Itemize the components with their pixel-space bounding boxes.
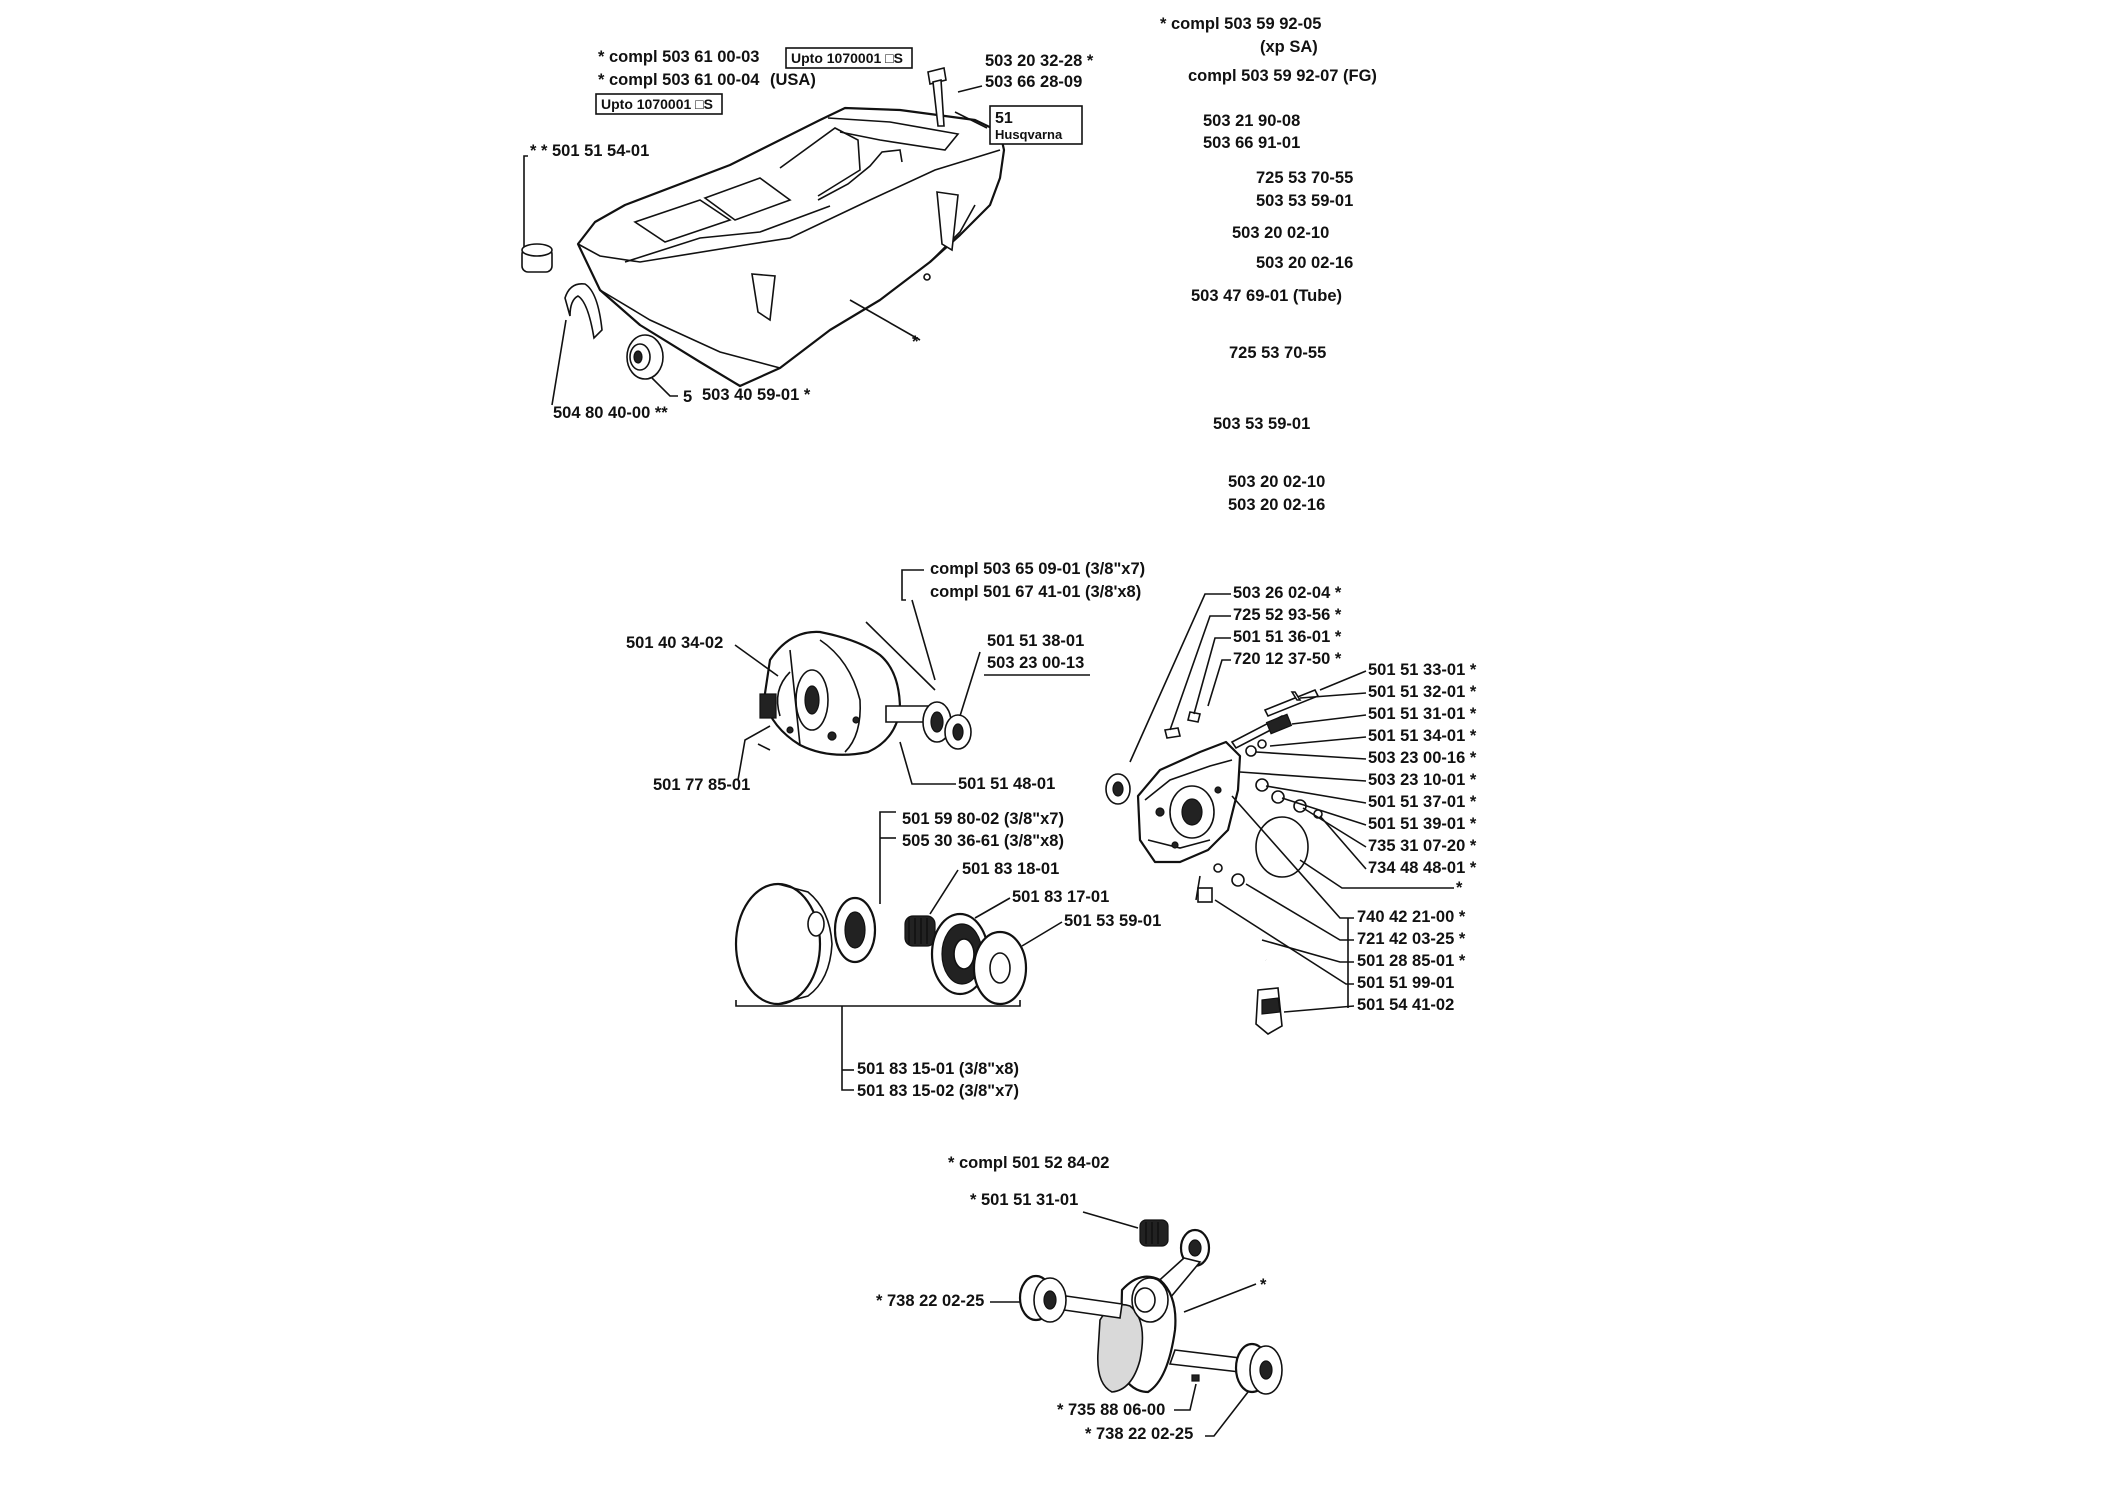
pump-right-label-8[interactable]: 501 51 39-01 * xyxy=(1368,815,1477,833)
pump-right-label-6[interactable]: 503 23 10-01 * xyxy=(1368,771,1477,789)
pump-right-label-3[interactable]: 501 51 31-01 * xyxy=(1368,705,1477,723)
tank-part-9[interactable]: 503 53 59-01 xyxy=(1213,415,1310,433)
pump-right-mark: * xyxy=(1456,879,1463,897)
decal-brand: Husqvarna xyxy=(995,127,1063,142)
clutch-group: compl 503 65 09-01 (3/8"x7) compl 501 67… xyxy=(626,560,1145,794)
crank-key[interactable] xyxy=(1191,1374,1200,1382)
crankshaft-group: * compl 501 52 84-02 * 501 51 31-01 * 73… xyxy=(876,1154,1283,1443)
pump-right-label-4[interactable]: 501 51 34-01 * xyxy=(1368,727,1477,745)
hose-fitting xyxy=(1197,887,1213,903)
tank-part-1[interactable]: 503 21 90-08 xyxy=(1203,112,1300,130)
crank-needle-label[interactable]: * 501 51 31-01 xyxy=(970,1191,1078,1209)
pump-top-label-4[interactable]: 720 12 37-50 * xyxy=(1233,650,1342,668)
pump-right-label-9[interactable]: 735 31 07-20 * xyxy=(1368,837,1477,855)
pump-top-label-3[interactable]: 501 51 36-01 * xyxy=(1233,628,1342,646)
crank-compl-label[interactable]: * compl 501 52 84-02 xyxy=(948,1154,1109,1172)
drum-assy-label-b[interactable]: 501 83 15-02 (3/8"x7) xyxy=(857,1082,1019,1100)
pump-right-label-7[interactable]: 501 51 37-01 * xyxy=(1368,793,1477,811)
clutch-compl-b[interactable]: compl 501 67 41-01 (3/8'x8) xyxy=(930,583,1141,601)
drum-label-b[interactable]: 505 30 36-61 (3/8"x8) xyxy=(902,832,1064,850)
tank-part-3[interactable]: 725 53 70-55 xyxy=(1256,169,1353,187)
tank-part-6[interactable]: 503 20 02-16 xyxy=(1256,254,1353,272)
pump-right-label-5[interactable]: 503 23 00-16 * xyxy=(1368,749,1477,767)
bracket-label[interactable]: 504 80 40-00 ** xyxy=(553,404,668,422)
rim-sprocket-label[interactable]: 501 83 17-01 xyxy=(1012,888,1109,906)
crank-needle-bearing[interactable] xyxy=(1139,1219,1169,1247)
pump-right-label-2[interactable]: 501 51 32-01 * xyxy=(1368,683,1477,701)
pump-right-label-1[interactable]: 501 51 33-01 * xyxy=(1368,661,1477,679)
cover-boss-left xyxy=(751,273,776,322)
rubber-bracket[interactable] xyxy=(564,282,603,340)
pump-spring xyxy=(1265,713,1293,735)
clutch-bearing-label[interactable]: 501 51 48-01 xyxy=(958,775,1055,793)
cylinder-cover-group: * compl 503 61 00-03 * compl 503 61 00-0… xyxy=(521,47,1094,422)
tank-part-5[interactable]: 503 20 02-10 xyxy=(1232,224,1329,242)
screw-label-a[interactable]: 503 20 32-28 * xyxy=(985,52,1094,70)
clutch-drum[interactable] xyxy=(734,882,822,1006)
tank-part-7[interactable]: 503 47 69-01 (Tube) xyxy=(1191,287,1342,305)
crank-mark: * xyxy=(1260,1276,1267,1294)
cover-compl-label-b[interactable]: * compl 503 61 00-04 xyxy=(598,71,760,89)
tank-parts-list: * compl 503 59 92-05 (xp SA) compl 503 5… xyxy=(1160,15,1377,514)
cylinder-cover[interactable] xyxy=(576,106,1006,388)
crank-bearing-right-label[interactable]: * 738 22 02-25 xyxy=(1085,1425,1193,1443)
xp-sa-label: (xp SA) xyxy=(1260,38,1318,56)
grommet-label[interactable]: 503 40 59-01 * xyxy=(702,386,811,404)
pump-bottom-label-4[interactable]: 501 51 99-01 xyxy=(1357,974,1454,992)
pump-o-ring[interactable] xyxy=(1255,816,1309,878)
drum-washer-label[interactable]: 501 53 59-01 xyxy=(1064,912,1161,930)
tank-part-4[interactable]: 503 53 59-01 xyxy=(1256,192,1353,210)
upto-box-2-text: Upto 1070001 □S xyxy=(601,96,713,112)
oil-pump-group: 503 26 02-04 * 725 52 93-56 * 501 51 36-… xyxy=(1105,584,1477,1035)
pump-bottom-label-5[interactable]: 501 54 41-02 xyxy=(1357,996,1454,1014)
cover-mark: * xyxy=(912,333,919,351)
crank-bearing-left-label[interactable]: * 738 22 02-25 xyxy=(876,1292,984,1310)
screw-label-b[interactable]: 503 66 28-09 xyxy=(985,73,1082,91)
husqvarna-decal xyxy=(989,105,1083,145)
pump-bottom-label-2[interactable]: 721 42 03-25 * xyxy=(1357,930,1466,948)
cover-usa-label: (USA) xyxy=(770,71,816,89)
pump-bottom-label-3[interactable]: 501 28 85-01 * xyxy=(1357,952,1466,970)
tank-compl-label[interactable]: * compl 503 59 92-05 xyxy=(1160,15,1321,33)
upto-box-2 xyxy=(595,93,723,115)
upto-box-1 xyxy=(785,47,913,69)
clutch-compl-a[interactable]: compl 503 65 09-01 (3/8"x7) xyxy=(930,560,1145,578)
clutch-drum-group: 501 59 80-02 (3/8"x7) 505 30 36-61 (3/8"… xyxy=(734,810,1161,1100)
clutch-nut-label[interactable]: 503 23 00-13 xyxy=(987,654,1084,672)
clutch-washer-label[interactable]: 501 51 38-01 xyxy=(987,632,1084,650)
pump-bottom-label-1[interactable]: 740 42 21-00 * xyxy=(1357,908,1466,926)
cover-boss-right xyxy=(936,191,959,252)
crank-key-label[interactable]: * 735 88 06-00 xyxy=(1057,1401,1165,1419)
crank-shaft-right xyxy=(1168,1349,1241,1373)
tank-part-2[interactable]: 503 66 91-01 xyxy=(1203,134,1300,152)
pump-top-label-2[interactable]: 725 52 93-56 * xyxy=(1233,606,1342,624)
tank-part-11[interactable]: 503 20 02-16 xyxy=(1228,496,1325,514)
tank-compl-fg-label[interactable]: compl 503 59 92-07 (FG) xyxy=(1188,67,1377,85)
crank-shaft-left xyxy=(1063,1295,1123,1319)
upto-box-1-text: Upto 1070001 □S xyxy=(791,50,903,66)
clutch-shoe-label[interactable]: 501 40 34-02 xyxy=(626,634,723,652)
tank-part-8[interactable]: 725 53 70-55 xyxy=(1229,344,1326,362)
clutch-spring-label[interactable]: 501 77 85-01 xyxy=(653,776,750,794)
clutch-shoe xyxy=(759,693,777,719)
pump-top-label-1[interactable]: 503 26 02-04 * xyxy=(1233,584,1342,602)
drum-assy-label-a[interactable]: 501 83 15-01 (3/8"x8) xyxy=(857,1060,1019,1078)
decal-number: 51 xyxy=(995,110,1013,127)
drum-label-a[interactable]: 501 59 80-02 (3/8"x7) xyxy=(902,810,1064,828)
pump-right-label-10[interactable]: 734 48 48-01 * xyxy=(1368,859,1477,877)
grommet-mark: 5 xyxy=(683,388,692,406)
plug-label[interactable]: * * 501 51 54-01 xyxy=(530,142,649,160)
cover-compl-label-a[interactable]: * compl 503 61 00-03 xyxy=(598,48,759,66)
tank-part-10[interactable]: 503 20 02-10 xyxy=(1228,473,1325,491)
needle-bearing-label[interactable]: 501 83 18-01 xyxy=(962,860,1059,878)
